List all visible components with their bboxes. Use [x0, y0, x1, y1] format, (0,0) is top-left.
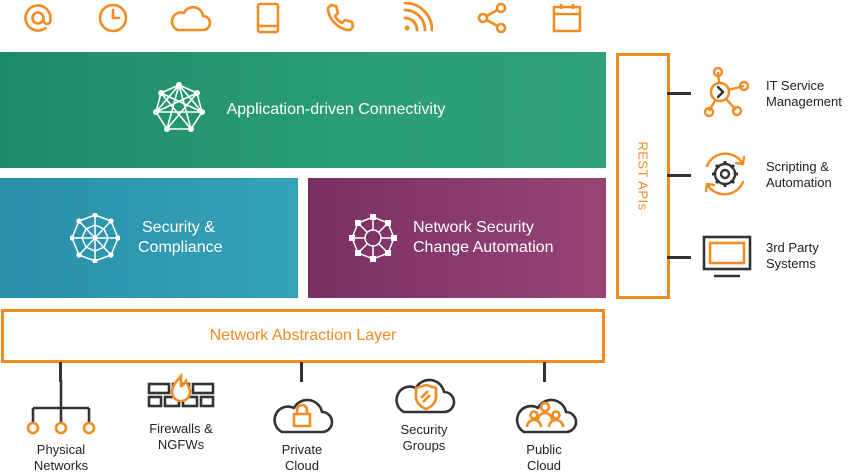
source-label-line1: Private	[281, 442, 323, 457]
clock-icon	[97, 2, 129, 34]
service-hub-icon	[700, 66, 754, 127]
source-label-line2: Groups	[402, 438, 446, 453]
source-label-line1: Public	[526, 442, 562, 457]
integration-label-line2: Automation	[766, 175, 832, 190]
mobile-phone-icon	[252, 2, 284, 34]
public-cloud-icon	[510, 392, 580, 441]
source-label-line1: Firewalls &	[149, 421, 213, 436]
change-automation-line2: Change Automation	[413, 239, 554, 256]
security-compliance-line2: Compliance	[138, 239, 223, 256]
rest-apis-box: REST APIs	[616, 53, 670, 299]
change-automation-layer: Network Security Change Automation	[308, 178, 606, 298]
calendar-icon	[551, 2, 583, 34]
firewall-icon	[146, 372, 216, 417]
security-compliance-line1: Security &	[142, 219, 215, 236]
at-sign-icon	[22, 2, 54, 34]
integration-label-line1: IT Service	[766, 78, 825, 93]
cloud-icon	[168, 2, 212, 34]
security-group-icon	[390, 374, 458, 421]
source-label-line2: Networks	[33, 458, 89, 473]
gear-cycle-icon	[699, 148, 751, 205]
change-automation-line1: Network Security	[413, 219, 534, 236]
source-label-line2: NGFWs	[157, 437, 205, 452]
connector-line	[300, 362, 303, 382]
source-label-line1: Physical	[36, 442, 86, 457]
source-label-line2: Cloud	[527, 458, 561, 473]
rest-apis-label: REST APIs	[635, 141, 651, 211]
integration-label-line1: Scripting &	[766, 159, 829, 174]
connector-line	[667, 174, 691, 177]
rss-feed-icon	[401, 2, 433, 34]
connector-line	[59, 362, 62, 382]
monitor-icon	[701, 234, 753, 285]
private-cloud-icon	[268, 394, 336, 441]
integration-label-line2: Systems	[766, 256, 816, 271]
connector-line	[667, 92, 691, 95]
source-label-line1: Security	[400, 422, 448, 437]
physical-network-icon	[26, 380, 96, 441]
application-connectivity-layer: Application-driven Connectivity	[0, 52, 606, 168]
network-abstraction-layer: Network Abstraction Layer	[1, 309, 605, 363]
integration-label-line2: Management	[766, 94, 842, 109]
web-network-icon	[69, 212, 121, 268]
share-icon	[476, 2, 508, 34]
network-abstraction-label: Network Abstraction Layer	[209, 327, 397, 344]
connector-line	[667, 256, 691, 259]
source-label-line2: Cloud	[285, 458, 319, 473]
network-mesh-icon	[152, 81, 205, 139]
automation-network-icon	[348, 213, 398, 268]
security-compliance-layer: Security & Compliance	[0, 178, 298, 298]
application-connectivity-label: Application-driven Connectivity	[226, 101, 446, 118]
integration-label-line1: 3rd Party	[766, 240, 819, 255]
connector-line	[543, 362, 546, 382]
telephone-icon	[324, 2, 356, 34]
